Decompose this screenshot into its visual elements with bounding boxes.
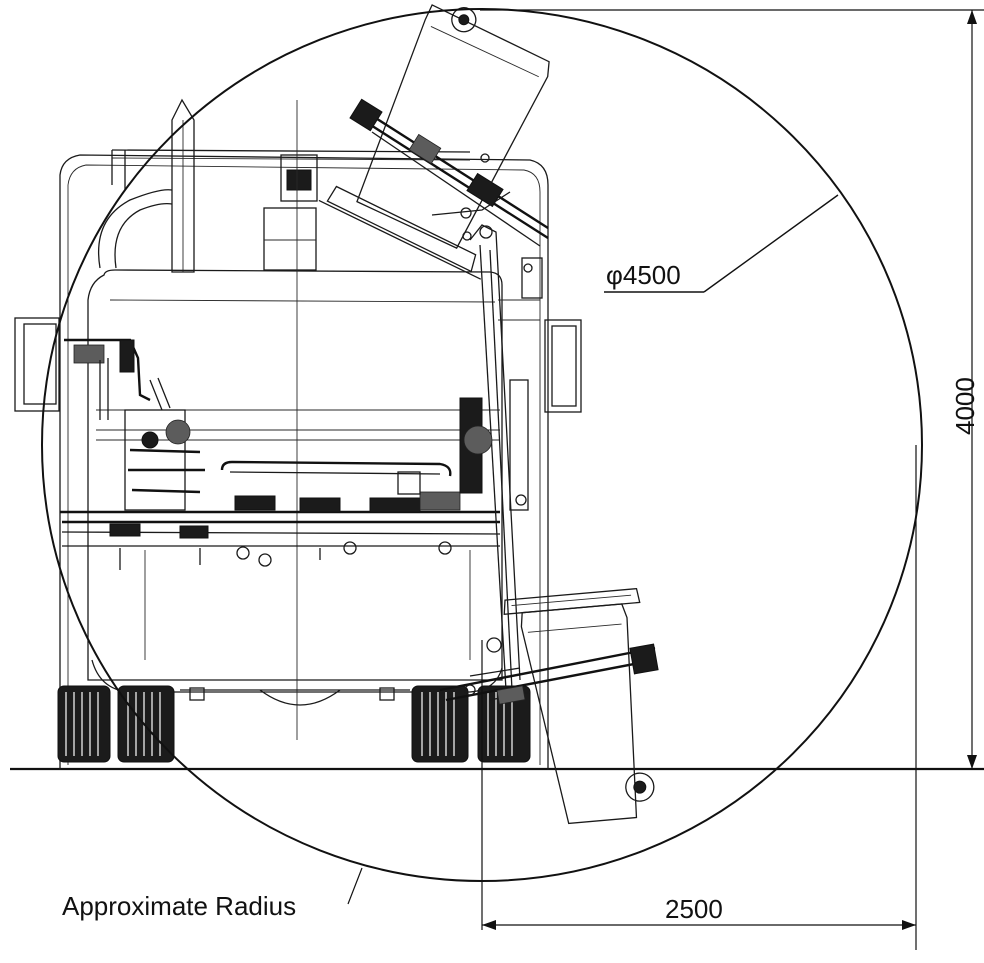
- reach-dimension: 2500: [481, 445, 917, 950]
- rear-mechanism-bar: [60, 460, 501, 570]
- lifter-arm-column: [459, 224, 543, 691]
- vehicle-rear-view: [14, 98, 659, 770]
- diameter-leader-line: [703, 194, 839, 293]
- radius-note-label: Approximate Radius: [62, 891, 296, 921]
- reach-label: 2500: [665, 894, 723, 924]
- bin-dumping-position: [318, 4, 550, 280]
- height-dimension: 4000: [480, 9, 984, 770]
- height-label: 4000: [950, 377, 980, 435]
- radius-note-leader: [347, 867, 363, 905]
- left-hydraulics: [64, 338, 205, 511]
- lower-lifter: [439, 643, 659, 705]
- bin-lowered-position: [503, 587, 655, 825]
- diameter-label: φ4500: [606, 260, 681, 290]
